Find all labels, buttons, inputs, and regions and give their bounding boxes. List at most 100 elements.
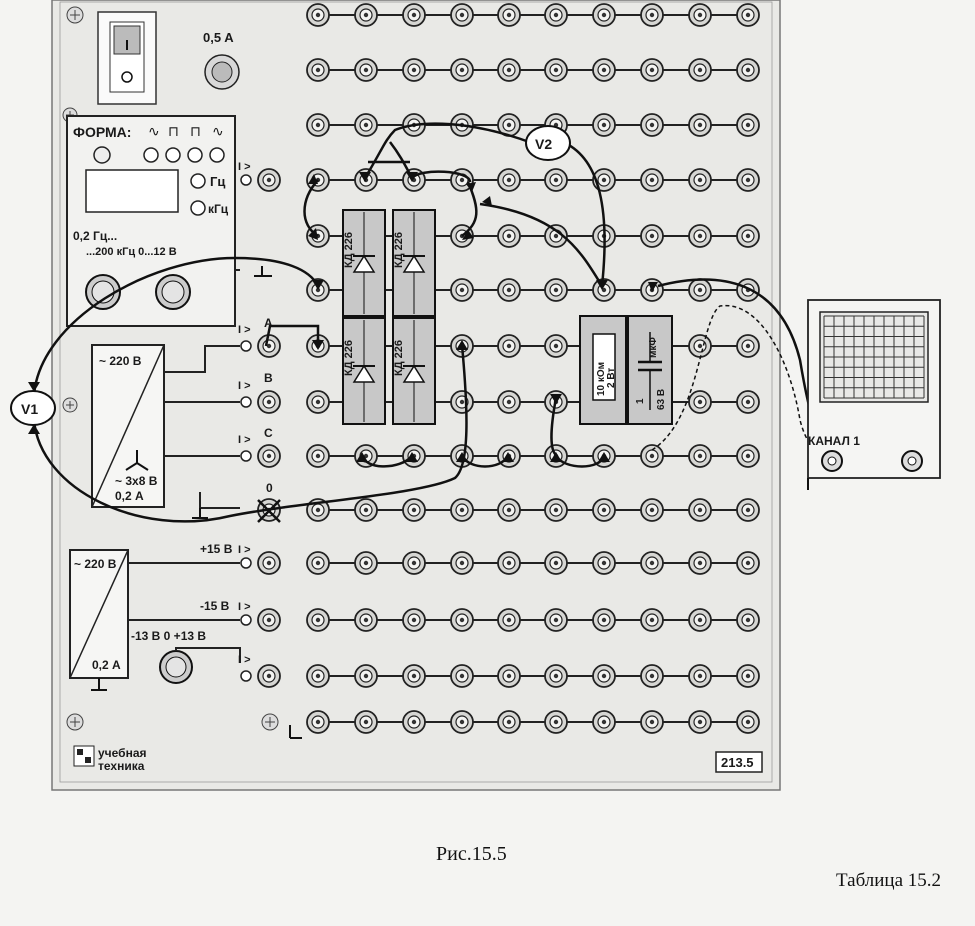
- terminal-jack[interactable]: [592, 58, 616, 82]
- terminal-jack[interactable]: [640, 113, 664, 137]
- terminal-jack[interactable]: [402, 664, 426, 688]
- terminal-jack[interactable]: [402, 58, 426, 82]
- terminal-jack[interactable]: [736, 664, 760, 688]
- terminal-jack[interactable]: [640, 3, 664, 27]
- terminal-jack[interactable]: [736, 278, 760, 302]
- terminal-jack[interactable]: [640, 224, 664, 248]
- terminal-jack[interactable]: [592, 664, 616, 688]
- voltage-adjust-knob[interactable]: [159, 650, 193, 684]
- terminal-jack[interactable]: [450, 498, 474, 522]
- unit-button-hz[interactable]: [190, 173, 206, 189]
- terminal-jack[interactable]: [544, 168, 568, 192]
- terminal-jack[interactable]: [354, 498, 378, 522]
- terminal-jack[interactable]: [592, 113, 616, 137]
- terminal-jack[interactable]: [688, 551, 712, 575]
- terminal-jack[interactable]: [688, 608, 712, 632]
- terminal-jack[interactable]: [497, 224, 521, 248]
- terminal-jack[interactable]: [450, 551, 474, 575]
- terminal-jack[interactable]: [497, 551, 521, 575]
- terminal-jack[interactable]: [402, 3, 426, 27]
- terminal-jack[interactable]: [354, 58, 378, 82]
- terminal-jack[interactable]: [450, 390, 474, 414]
- terminal-jack[interactable]: [736, 58, 760, 82]
- terminal-jack[interactable]: [640, 551, 664, 575]
- terminal-jack[interactable]: [544, 608, 568, 632]
- terminal-jack[interactable]: [497, 608, 521, 632]
- terminal-jack[interactable]: [544, 3, 568, 27]
- terminal-jack[interactable]: [736, 444, 760, 468]
- terminal-jack[interactable]: [736, 113, 760, 137]
- terminal-jack[interactable]: [306, 608, 330, 632]
- terminal-jack[interactable]: [402, 498, 426, 522]
- waveform-button-square[interactable]: [165, 147, 181, 163]
- terminal-jack[interactable]: [688, 113, 712, 137]
- terminal-jack[interactable]: [688, 224, 712, 248]
- terminal-jack[interactable]: [688, 444, 712, 468]
- terminal-jack[interactable]: [497, 168, 521, 192]
- amplitude-knob[interactable]: [155, 274, 191, 310]
- terminal-jack[interactable]: [450, 664, 474, 688]
- terminal-jack[interactable]: [497, 664, 521, 688]
- terminal-jack[interactable]: [306, 113, 330, 137]
- waveform-button-sine[interactable]: [143, 147, 159, 163]
- terminal-jack[interactable]: [592, 551, 616, 575]
- terminal-jack[interactable]: [544, 58, 568, 82]
- terminal-jack[interactable]: [592, 3, 616, 27]
- terminal-jack[interactable]: [736, 498, 760, 522]
- terminal-jack[interactable]: [257, 390, 281, 414]
- terminal-jack[interactable]: [402, 551, 426, 575]
- terminal-jack[interactable]: [736, 608, 760, 632]
- terminal-jack[interactable]: [592, 710, 616, 734]
- terminal-jack[interactable]: [354, 710, 378, 734]
- terminal-jack[interactable]: [544, 498, 568, 522]
- terminal-jack[interactable]: [497, 710, 521, 734]
- terminal-jack[interactable]: [306, 390, 330, 414]
- terminal-jack[interactable]: [354, 608, 378, 632]
- terminal-jack[interactable]: [592, 608, 616, 632]
- terminal-jack[interactable]: [736, 3, 760, 27]
- terminal-jack[interactable]: [640, 664, 664, 688]
- terminal-jack[interactable]: [640, 168, 664, 192]
- power-switch[interactable]: [97, 11, 157, 105]
- terminal-jack[interactable]: [736, 334, 760, 358]
- terminal-jack[interactable]: [497, 334, 521, 358]
- terminal-jack[interactable]: [497, 390, 521, 414]
- terminal-jack[interactable]: [402, 710, 426, 734]
- terminal-jack[interactable]: [544, 710, 568, 734]
- terminal-jack[interactable]: [544, 278, 568, 302]
- terminal-jack[interactable]: [688, 58, 712, 82]
- waveform-button-saw[interactable]: [209, 147, 225, 163]
- terminal-jack[interactable]: [736, 168, 760, 192]
- terminal-jack[interactable]: [306, 710, 330, 734]
- terminal-jack[interactable]: [450, 3, 474, 27]
- terminal-jack[interactable]: [257, 444, 281, 468]
- terminal-jack[interactable]: [354, 551, 378, 575]
- terminal-jack[interactable]: [592, 498, 616, 522]
- terminal-jack[interactable]: [688, 664, 712, 688]
- terminal-jack[interactable]: [688, 278, 712, 302]
- terminal-jack[interactable]: [402, 608, 426, 632]
- terminal-jack[interactable]: [688, 3, 712, 27]
- terminal-jack[interactable]: [306, 551, 330, 575]
- terminal-jack[interactable]: [257, 608, 281, 632]
- terminal-jack[interactable]: [688, 498, 712, 522]
- terminal-jack[interactable]: [592, 278, 616, 302]
- terminal-jack[interactable]: [497, 278, 521, 302]
- terminal-jack[interactable]: [306, 3, 330, 27]
- terminal-jack[interactable]: [257, 168, 281, 192]
- terminal-jack[interactable]: [257, 551, 281, 575]
- terminal-jack[interactable]: [354, 444, 378, 468]
- terminal-jack[interactable]: [736, 551, 760, 575]
- generator-button[interactable]: [93, 146, 111, 164]
- terminal-jack[interactable]: [736, 710, 760, 734]
- terminal-jack[interactable]: [497, 498, 521, 522]
- terminal-jack[interactable]: [688, 334, 712, 358]
- terminal-jack[interactable]: [544, 334, 568, 358]
- terminal-jack[interactable]: [640, 608, 664, 632]
- terminal-jack[interactable]: [736, 390, 760, 414]
- terminal-jack[interactable]: [450, 608, 474, 632]
- terminal-jack[interactable]: [544, 551, 568, 575]
- terminal-jack[interactable]: [688, 390, 712, 414]
- terminal-jack[interactable]: [736, 224, 760, 248]
- terminal-jack[interactable]: [450, 58, 474, 82]
